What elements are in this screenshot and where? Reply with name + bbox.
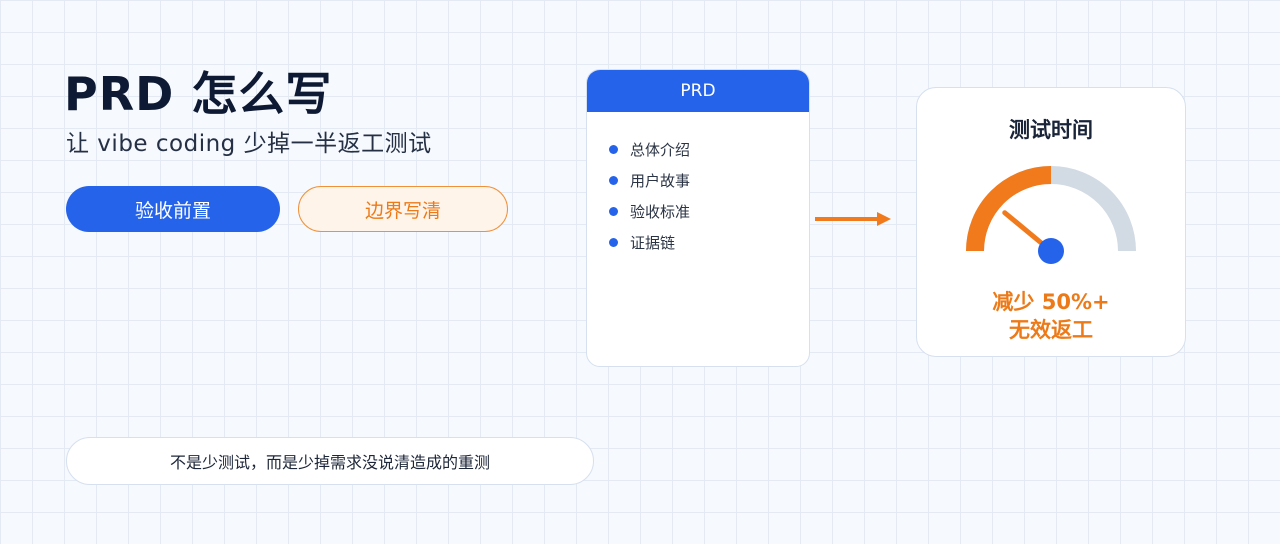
gauge-result-line2: 无效返工 bbox=[1009, 318, 1093, 342]
prd-card-header: PRD bbox=[587, 70, 809, 112]
gauge-hub bbox=[1038, 238, 1064, 264]
page-subtitle: 让 vibe coding 少掉一半返工测试 bbox=[66, 131, 432, 157]
page-title: PRD 怎么写 bbox=[64, 67, 333, 121]
list-item-label: 总体介绍 bbox=[630, 141, 691, 159]
list-item: 总体介绍 bbox=[609, 134, 809, 165]
bullet-dot-icon bbox=[609, 145, 618, 154]
footer-note: 不是少测试，而是少掉需求没说清造成的重测 bbox=[66, 437, 594, 485]
list-item-label: 用户故事 bbox=[630, 172, 691, 190]
prd-card: PRD 总体介绍 用户故事 验收标准 证据链 bbox=[586, 69, 810, 367]
gauge-result-line1: 减少 50%+ bbox=[992, 290, 1110, 314]
list-item: 用户故事 bbox=[609, 165, 809, 196]
prd-item-list: 总体介绍 用户故事 验收标准 证据链 bbox=[587, 112, 809, 258]
bullet-dot-icon bbox=[609, 238, 618, 247]
list-item-label: 证据链 bbox=[630, 234, 676, 252]
right-arrow-icon bbox=[815, 212, 891, 226]
gauge-result: 减少 50%+ 无效返工 bbox=[917, 288, 1185, 344]
list-item: 验收标准 bbox=[609, 196, 809, 227]
bullet-dot-icon bbox=[609, 176, 618, 185]
acceptance-first-button[interactable]: 验收前置 bbox=[66, 186, 280, 232]
test-time-gauge-card: 测试时间 减少 50%+ 无效返工 bbox=[916, 87, 1186, 357]
clear-boundaries-button[interactable]: 边界写清 bbox=[298, 186, 508, 232]
gauge-fill bbox=[966, 166, 1052, 252]
bullet-dot-icon bbox=[609, 207, 618, 216]
list-item-label: 验收标准 bbox=[630, 203, 691, 221]
gauge-title: 测试时间 bbox=[1009, 118, 1093, 142]
list-item: 证据链 bbox=[609, 227, 809, 258]
gauge-icon bbox=[966, 166, 1136, 264]
